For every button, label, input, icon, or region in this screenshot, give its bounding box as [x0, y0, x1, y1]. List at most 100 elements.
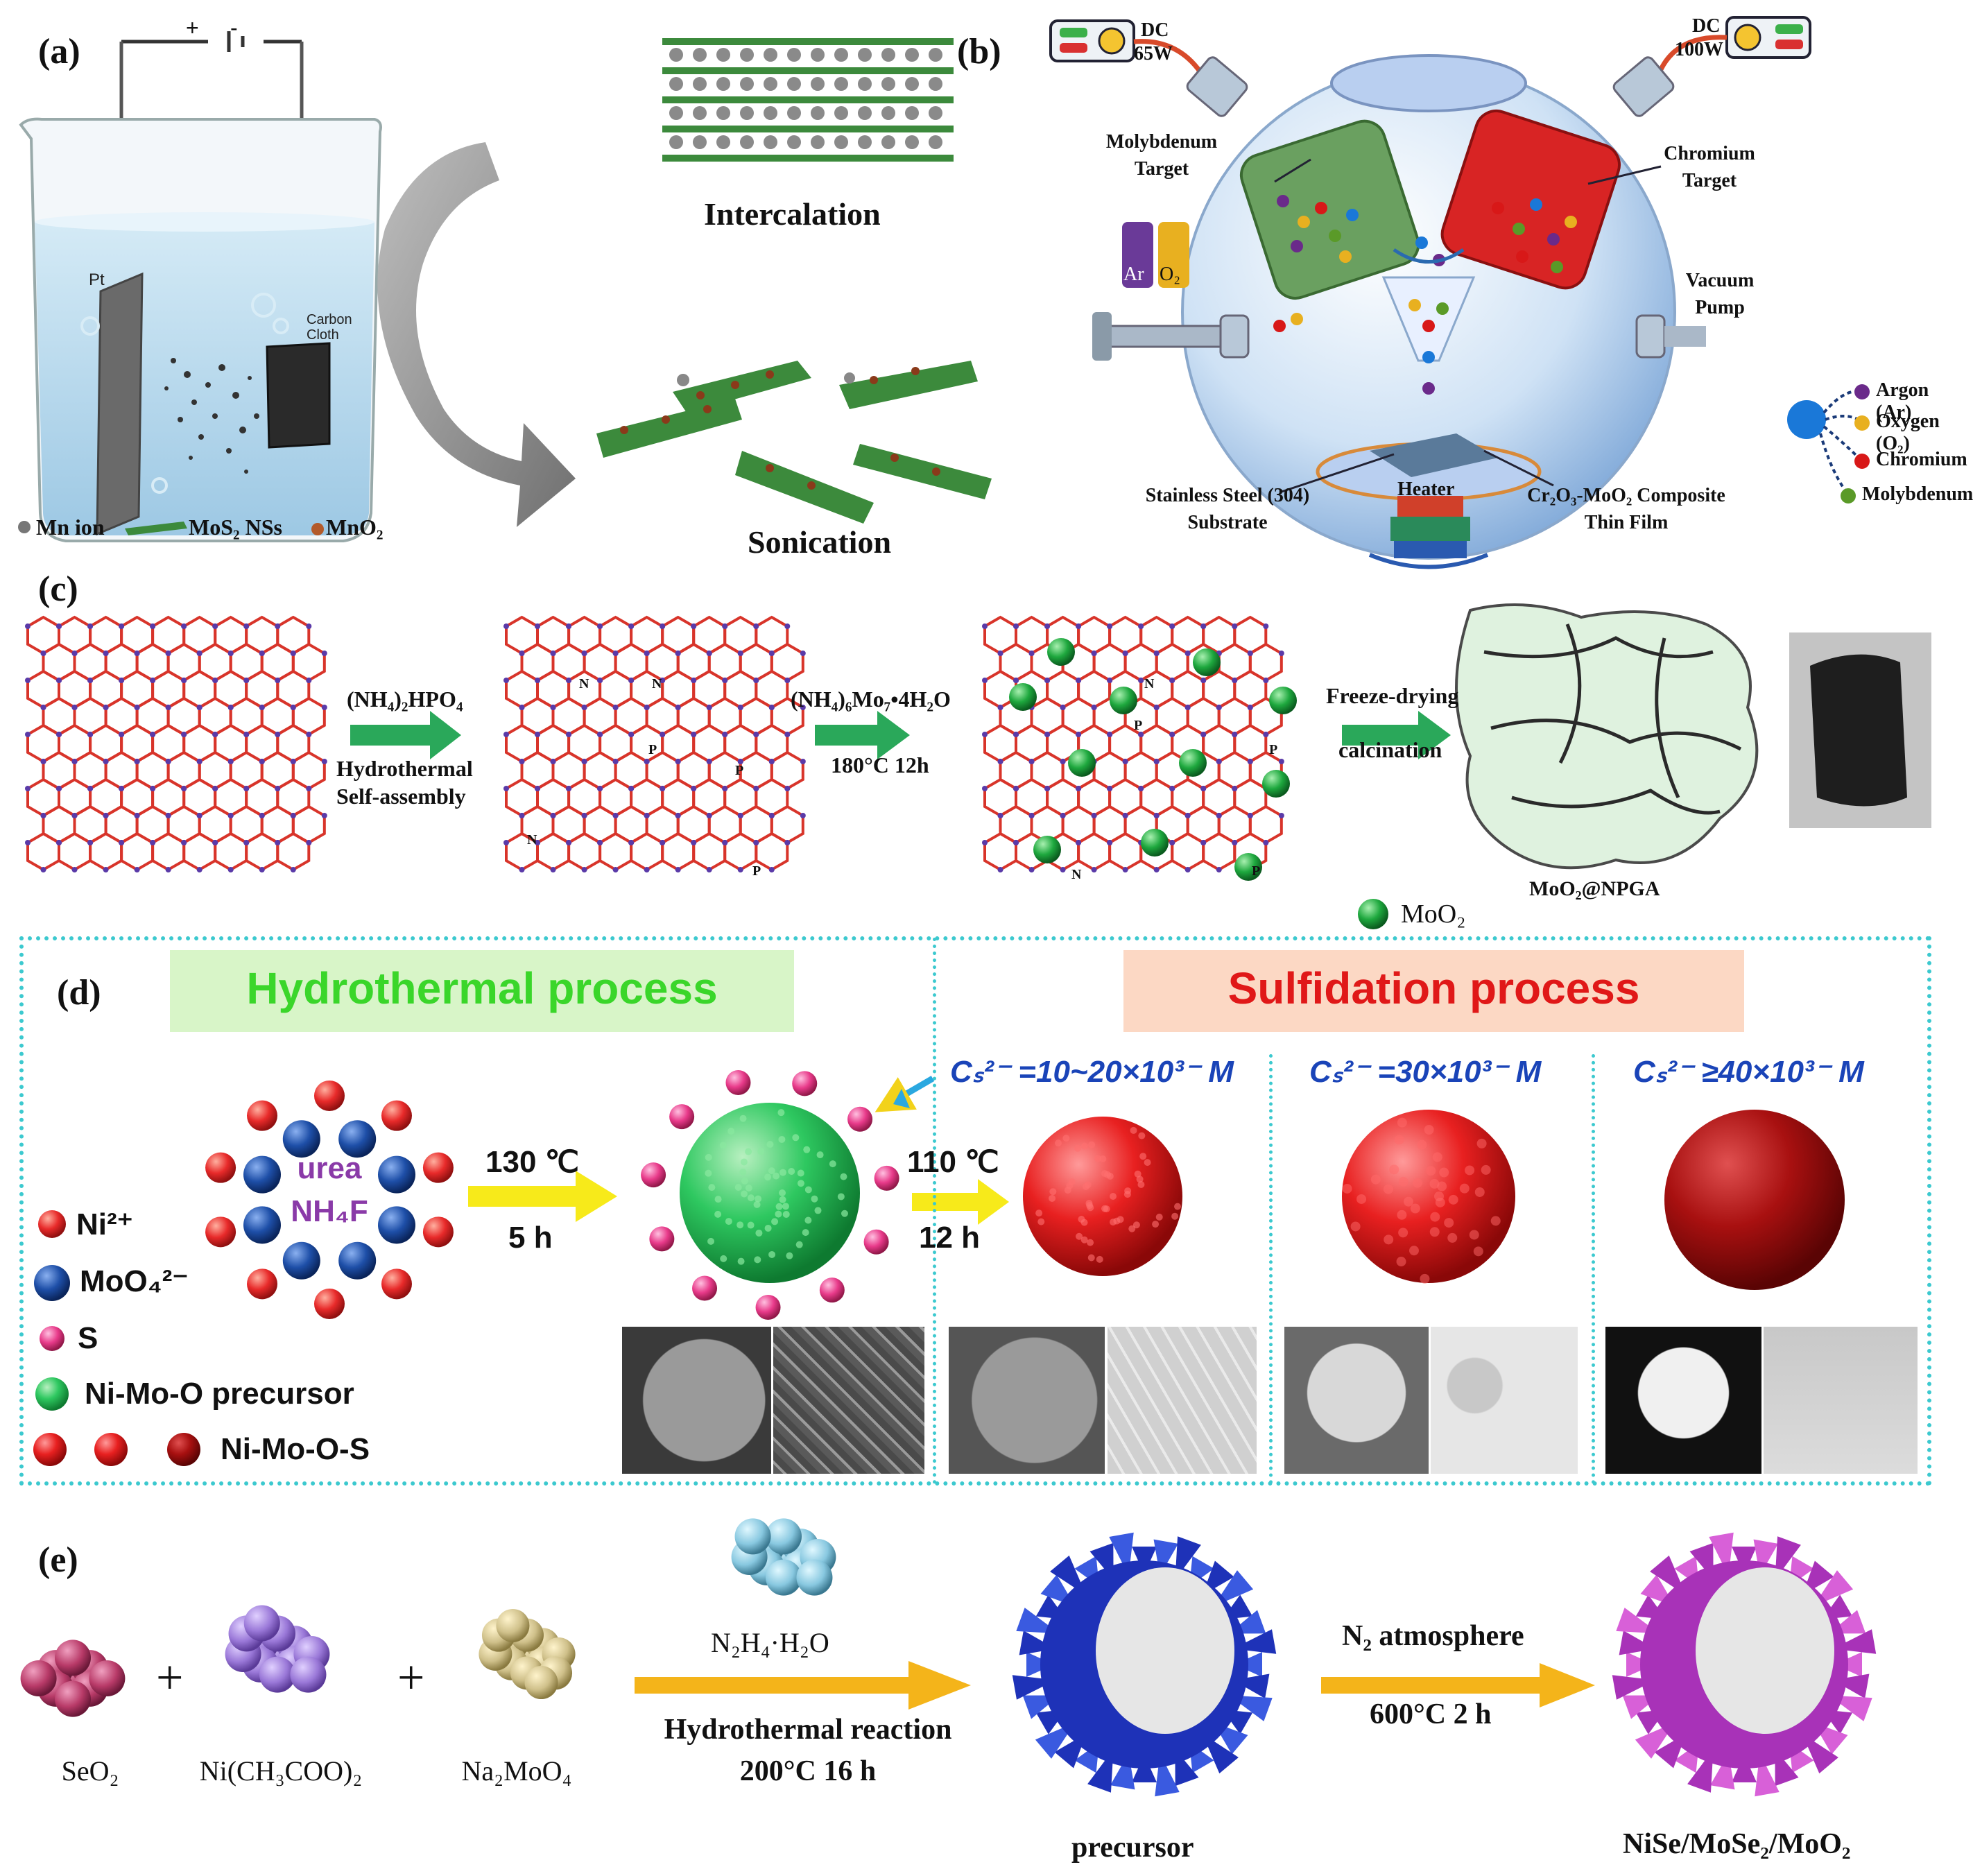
legend-mos2: MoS₂ NSs: [189, 515, 282, 540]
concentration-3: Cₛ²⁻ ≥40×10³⁻ M: [1633, 1055, 1864, 1089]
panel-a-legend-glyphs: [18, 521, 324, 535]
legend-dot-3: [1841, 488, 1856, 504]
reagent-nh4-2hpo4: (NH₄)₂HPO₄: [347, 687, 463, 712]
dc-right-power: 100W: [1675, 39, 1723, 60]
cr-target-label: Chromium Target: [1664, 143, 1755, 192]
core-nh4f: NH₄F: [291, 1194, 368, 1228]
step-freeze-drying: Freeze-drying: [1326, 683, 1459, 708]
battery-minus: -: [230, 15, 238, 40]
sem-image-hydro-low: [622, 1327, 771, 1474]
hex-dopant-0: N: [579, 676, 589, 691]
sem-image-sulf1-low: [949, 1327, 1105, 1474]
electrode-carbon-label: Carbon Cloth: [307, 312, 352, 343]
sonication-label: Sonication: [748, 524, 892, 560]
gas-o2-label: O₂: [1160, 264, 1180, 285]
legend-dot-1: [1854, 415, 1870, 431]
hex-dopant-7: P: [1269, 742, 1278, 757]
condition-hydrothermal-reaction: Hydrothermal reaction: [664, 1714, 952, 1746]
b-legend-label-3: Molybdenum: [1862, 483, 1973, 505]
hex-dopant-5: N: [527, 832, 537, 847]
panel-d-graphics: [33, 950, 1845, 1466]
vacuum-pump-label: Vacuum Pump: [1685, 270, 1755, 319]
panel-label-b: (b): [957, 32, 1001, 71]
dc-left-label: DC: [1141, 19, 1169, 41]
legend-dot-2: [1854, 454, 1870, 469]
graphene-sheets: [25, 603, 1931, 929]
sem-image-sulf1-high: [1108, 1327, 1257, 1474]
hex-dopant-9: N: [1071, 867, 1082, 882]
panel-e-graphics: [20, 1518, 1877, 1797]
battery-plus: +: [186, 15, 199, 40]
sem-image-sulf3-high: [1764, 1327, 1918, 1474]
sulf-temp: 110 ℃: [907, 1145, 999, 1179]
legend-mno2: MnO₂: [326, 515, 384, 540]
condition-600c-2h: 600°C 2 h: [1370, 1698, 1492, 1730]
panel-d-divider-3: [1592, 1054, 1595, 1484]
panel-d-frame: [19, 936, 1931, 1486]
hex-dopant-1: N: [652, 676, 662, 691]
sem-image-sulf3-low: [1605, 1327, 1761, 1474]
hex-dopant-10: N: [1144, 676, 1155, 691]
film-label: Cr₂O₃-MoO₂ Composite Thin Film: [1527, 485, 1725, 534]
hex-dopant-4: P: [752, 863, 761, 879]
heater-label: Heater: [1397, 479, 1455, 500]
condition-self-assembly: Self-assembly: [336, 784, 466, 809]
legend-s: S: [78, 1321, 98, 1355]
reactant-seo2: SeO₂: [61, 1755, 119, 1787]
reagent-n2h4: N₂H₄·H₂O: [711, 1627, 829, 1658]
sonication-sheets: [596, 361, 992, 524]
legend-dot-0: [1854, 384, 1870, 399]
legend-mn-ion: Mn ion: [36, 515, 105, 540]
core-urea: urea: [297, 1151, 362, 1185]
panel-a-curved-arrow: [377, 142, 576, 527]
plus-1: +: [156, 1651, 184, 1705]
hydro-temp: 130 ℃: [485, 1145, 580, 1179]
b-legend-label-2: Chromium: [1876, 449, 1967, 470]
intercalation-layers: [662, 38, 954, 162]
gas-ar-label: Ar: [1123, 264, 1144, 285]
product-moo2-npga: MoO₂@NPGA: [1529, 877, 1660, 900]
sem-image-hydro-high: [773, 1327, 924, 1474]
sem-image-sulf2-low: [1284, 1327, 1429, 1474]
panel-c-arrows: [350, 711, 1451, 759]
legend-moo2-label: MoO₂: [1401, 900, 1466, 929]
hydrothermal-process-title: Hydrothermal process: [246, 963, 718, 1013]
b-legend-label-1: Oxygen (O₂): [1876, 411, 1940, 454]
reactant-ni-acetate: Ni(CH₃COO)₂: [199, 1755, 363, 1787]
legend-precursor: Ni-Mo-O precursor: [85, 1377, 354, 1411]
hydro-time: 5 h: [508, 1221, 553, 1255]
electrode-pt-label: Pt: [89, 270, 105, 289]
hex-dopant-8: P: [1252, 863, 1261, 879]
sulf-time: 12 h: [919, 1221, 981, 1255]
intercalation-label: Intercalation: [704, 196, 881, 232]
concentration-2: Cₛ²⁻ =30×10³⁻ M: [1309, 1055, 1542, 1089]
panel-d-divider-1: [933, 938, 936, 1484]
panel-label-c: (c): [38, 569, 78, 609]
legend-moo4: MoO₄²⁻: [80, 1264, 189, 1298]
sem-image-sulf2-high: [1431, 1327, 1578, 1474]
mo-target-label: Molybdenum Target: [1105, 131, 1218, 180]
hex-dopant-3: P: [735, 763, 744, 778]
substrate-label: Stainless Steel (304) Substrate: [1145, 485, 1310, 534]
final-product-label: NiSe/MoSe₂/MoO₂: [1623, 1828, 1851, 1860]
dc-left-power: 65W: [1134, 43, 1173, 64]
panel-label-a: (a): [38, 32, 80, 71]
reactant-na2moo4: Na₂MoO₄: [461, 1755, 572, 1787]
dc-right-label: DC: [1692, 15, 1721, 37]
hex-dopant-6: P: [1134, 718, 1143, 733]
panel-a-beaker: [19, 31, 382, 542]
panel-label-d: (d): [57, 973, 101, 1013]
reagent-ammonium-molybdate: (NH₄)₆Mo₇•4H₂O: [791, 687, 951, 712]
condition-180c-12h: 180°C 12h: [831, 752, 929, 777]
hex-dopant-2: P: [648, 742, 657, 757]
panel-d-divider-2: [1269, 1054, 1273, 1484]
condition-200c-16h: 200°C 16 h: [739, 1755, 877, 1787]
panel-label-e: (e): [38, 1540, 78, 1580]
sputtering-chamber: [1049, 16, 1861, 569]
step-calcination: calcination: [1338, 737, 1442, 762]
legend-product: Ni-Mo-O-S: [221, 1432, 370, 1466]
concentration-1: Cₛ²⁻ =10~20×10³⁻ M: [950, 1055, 1234, 1089]
intermediate-precursor: precursor: [1071, 1832, 1194, 1864]
aerogel: [1455, 603, 1759, 870]
